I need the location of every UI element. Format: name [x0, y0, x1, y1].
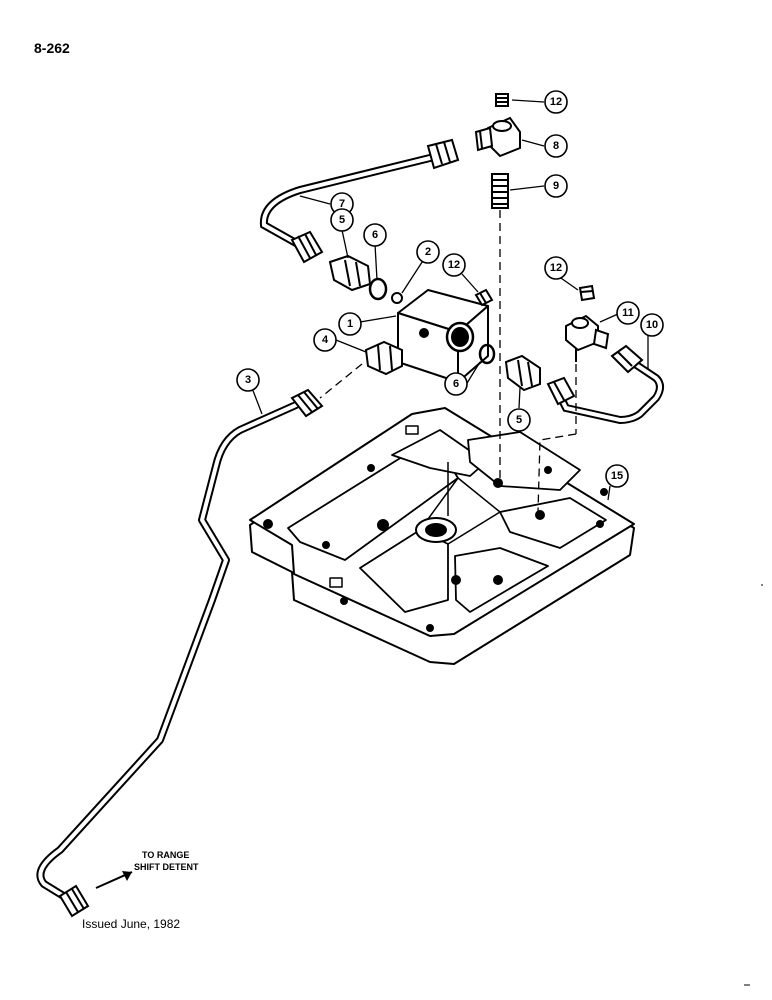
callout-6-lower: 6	[444, 372, 468, 396]
svg-text:3: 3	[245, 374, 251, 386]
callout-12-top: 12	[544, 90, 568, 114]
tube-10-nut-bottom	[546, 376, 576, 406]
svg-text:9: 9	[553, 180, 559, 192]
callout-10: 10	[640, 313, 664, 337]
fitting-5-upper	[328, 254, 372, 292]
svg-text:8: 8	[553, 140, 559, 152]
plug-12-right	[578, 284, 596, 302]
callout-15: 15	[605, 464, 629, 488]
svg-text:12: 12	[550, 96, 562, 108]
assembly-lines	[319, 210, 577, 513]
tube-10	[556, 358, 664, 425]
callouts: 12 8 9 7 5 6 2 12 1 4 3 6 5 12 11 10 15	[236, 90, 664, 488]
svg-text:5: 5	[516, 414, 522, 426]
callout-1: 1	[338, 312, 362, 336]
plug-12-top	[495, 93, 509, 107]
tube-7	[259, 153, 438, 247]
range-shift-note: TO RANGE SHIFT DETENT	[95, 850, 199, 889]
svg-text:6: 6	[453, 378, 459, 390]
callout-3: 3	[236, 368, 260, 392]
callout-11: 11	[616, 301, 640, 325]
plug-12-block	[474, 288, 494, 307]
callout-9: 9	[544, 174, 568, 198]
callout-8: 8	[544, 134, 568, 158]
washer-6-upper	[368, 277, 388, 301]
callout-6-upper: 6	[363, 223, 387, 247]
svg-text:6: 6	[372, 229, 378, 241]
tube-3-nut-bottom	[58, 884, 90, 918]
valve-block	[397, 289, 489, 383]
tee-11	[565, 314, 610, 362]
callout-5-lower: 5	[507, 408, 531, 432]
svg-text:2: 2	[425, 246, 431, 258]
fitting-4	[364, 340, 403, 376]
svg-text:5: 5	[339, 214, 345, 226]
tube-10-nut-top	[610, 344, 644, 374]
svg-text:12: 12	[448, 259, 460, 271]
page-number: 8-262	[34, 40, 70, 56]
svg-text:11: 11	[622, 307, 634, 319]
note-line-2: SHIFT DETENT	[134, 862, 199, 872]
scan-marks	[744, 584, 763, 986]
note-line-1: TO RANGE	[142, 850, 189, 860]
callout-2: 2	[416, 240, 440, 264]
svg-text:15: 15	[611, 470, 623, 482]
tube-7-nut-top	[426, 138, 460, 170]
callout-5-upper: 5	[330, 208, 354, 232]
fitting-5-lower	[504, 354, 541, 392]
ball-2	[391, 292, 403, 304]
svg-text:1: 1	[347, 318, 353, 330]
tube-3-nut-top	[290, 388, 324, 418]
svg-text:7: 7	[339, 198, 345, 210]
svg-text:10: 10	[646, 319, 658, 331]
issue-date: Issued June, 1982	[82, 917, 181, 931]
nipple-9	[491, 173, 509, 209]
callout-12-block: 12	[442, 253, 466, 277]
callout-12-right: 12	[544, 256, 568, 280]
svg-text:4: 4	[322, 334, 329, 346]
tube-7-nut-bottom	[290, 230, 324, 264]
tee-8	[474, 116, 521, 158]
tube-3	[36, 401, 300, 904]
svg-text:12: 12	[550, 262, 562, 274]
callout-4: 4	[313, 328, 337, 352]
washer-6-lower	[478, 343, 496, 365]
base-plate	[249, 407, 635, 665]
